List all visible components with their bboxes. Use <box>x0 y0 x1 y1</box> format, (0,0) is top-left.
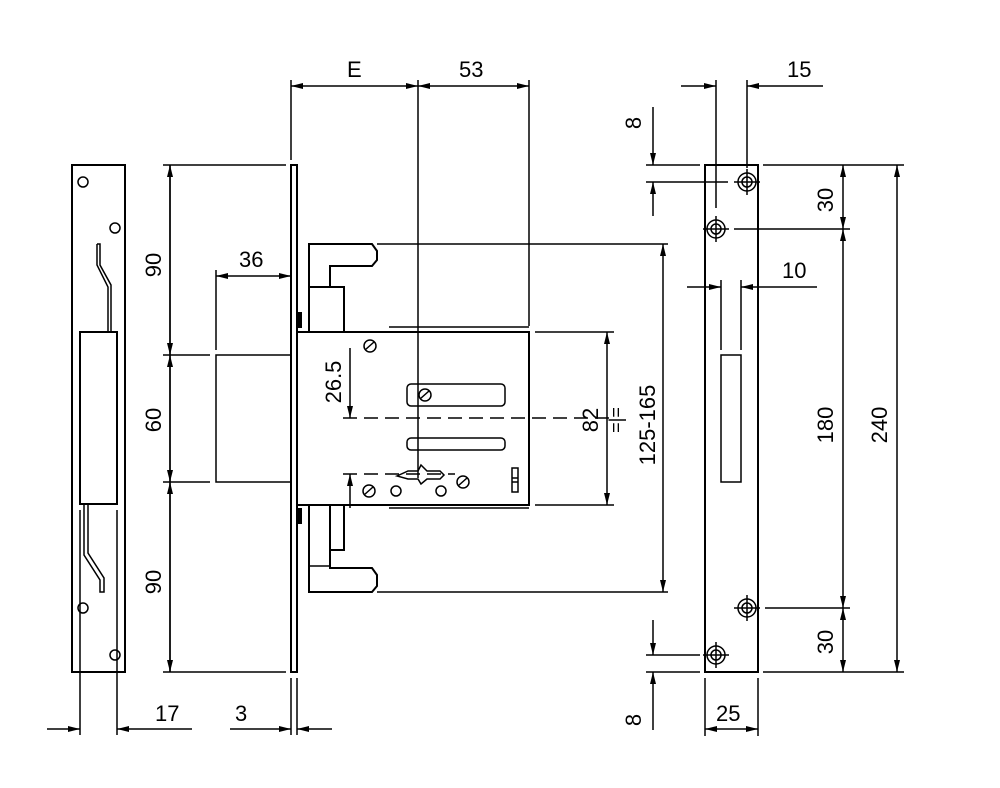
dim-backset: E <box>347 57 362 82</box>
strike-slot <box>720 354 742 483</box>
countersunk-hole-icon <box>703 216 729 242</box>
dim-middle-height: 60 <box>141 408 166 432</box>
screw-icon <box>362 484 376 498</box>
dim-strike-hole-offset: 15 <box>787 57 811 82</box>
dim-strike-screw-pitch-top: 30 <box>813 188 838 212</box>
dim-faceplate-width: 17 <box>155 701 179 726</box>
faceplate-hole-icon <box>109 222 121 234</box>
screw-icon <box>363 339 377 353</box>
front-plate: 3 <box>230 80 332 735</box>
strike-plate-view: 15 8 10 30 180 30 240 <box>621 57 904 736</box>
faceplate-outline <box>71 164 126 673</box>
dim-lower-height: 90 <box>141 570 166 594</box>
dim-bolt-offset: 26.5 <box>321 361 346 404</box>
dim-strike-total-height: 240 <box>867 407 892 444</box>
dim-body-height: 82 <box>578 408 603 432</box>
switch <box>511 467 519 493</box>
screw-icon <box>456 475 470 489</box>
countersunk-hole-icon <box>734 169 760 195</box>
screw-icon <box>418 388 432 402</box>
dim-strike-screw-pitch-bottom: 30 <box>813 630 838 654</box>
lock-case: 26.5 E 53 82 =|= 125-165 <box>291 57 668 593</box>
faceplate-hole-icon <box>77 602 89 614</box>
faceplate-hole-icon <box>77 176 89 188</box>
dim-faceplate-offset: 36 <box>239 247 263 272</box>
dim-case-depth: 53 <box>459 57 483 82</box>
dim-strike-width: 25 <box>716 701 740 726</box>
dim-faceplate-thickness: 3 <box>235 701 247 726</box>
countersunk-hole-icon <box>703 642 729 668</box>
upper-rod <box>96 243 112 332</box>
dim-strike-hole-bottom: 8 <box>621 714 646 726</box>
latch-block <box>79 331 118 505</box>
cylinder-section: 36 <box>215 247 292 483</box>
cylinder-block <box>215 354 292 483</box>
lower-bolt <box>308 505 378 593</box>
symmetric-mark: =|= <box>606 407 626 433</box>
height-dimensions: 90 60 90 <box>141 164 286 673</box>
strike-plate-outline <box>704 164 759 673</box>
lower-rod <box>83 504 105 593</box>
upper-bolt <box>308 243 378 332</box>
dim-case-height-range: 125-165 <box>635 385 660 466</box>
lower-slot <box>406 437 506 451</box>
faceplate-view: 17 <box>47 164 192 735</box>
dim-strike-inner-height: 180 <box>813 407 838 444</box>
dim-strike-slot-width: 10 <box>782 258 806 283</box>
countersunk-hole-icon <box>734 595 760 621</box>
dim-upper-height: 90 <box>141 253 166 277</box>
upper-slot <box>406 383 506 407</box>
case-body <box>296 331 530 506</box>
dim-strike-hole-top: 8 <box>621 117 646 129</box>
faceplate-hole-icon <box>109 649 121 661</box>
